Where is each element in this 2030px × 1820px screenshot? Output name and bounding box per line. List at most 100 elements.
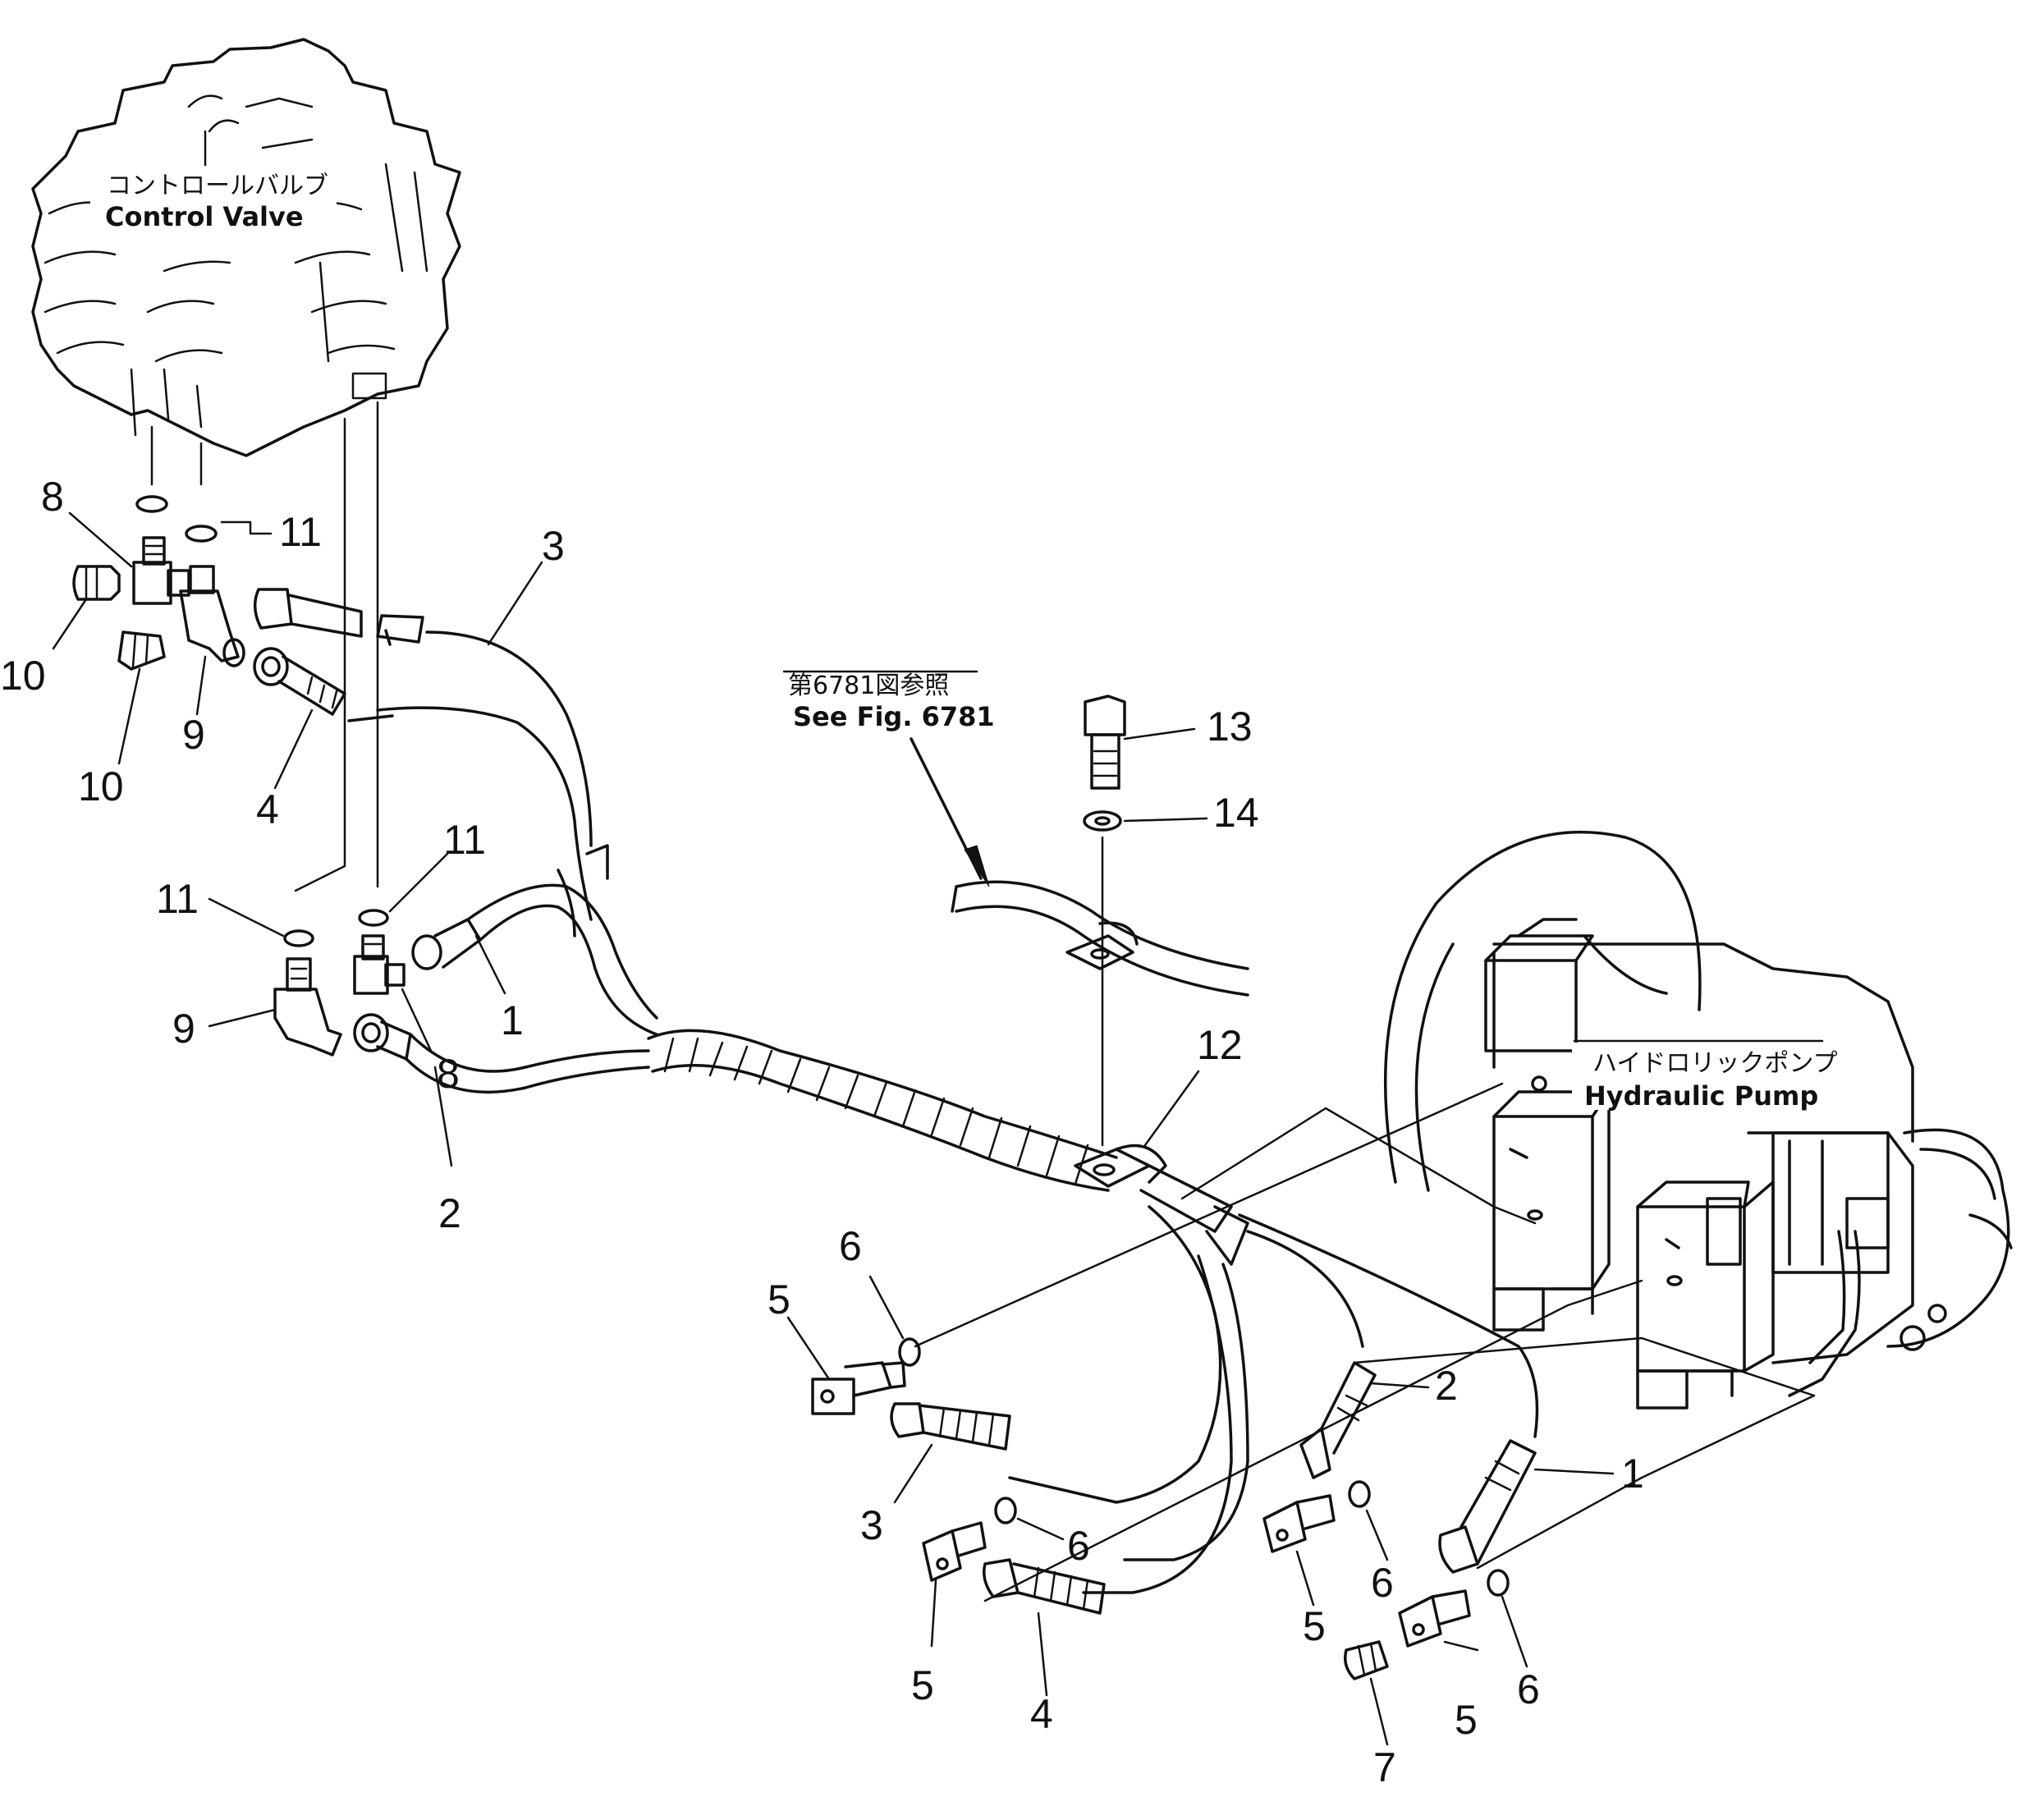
o-ring-6-c — [1348, 1480, 1371, 1508]
hydraulic-pump-label-en: Hydraulic Pump — [1584, 1080, 1818, 1112]
plug-10-top — [72, 565, 121, 601]
leader-4a — [273, 708, 314, 790]
plug-10-bottom — [117, 630, 166, 671]
hose-fitting-3-top — [253, 588, 424, 644]
elbow-fitting-8-top — [132, 536, 190, 605]
callout-9: 9 — [172, 1006, 195, 1052]
leader-8a — [68, 511, 133, 568]
leader-3b — [893, 1443, 933, 1504]
control-valve-drawing — [31, 38, 461, 457]
callout-4: 4 — [256, 786, 279, 832]
callout-11: 11 — [279, 509, 322, 555]
control-valve-label-en: Control Valve — [105, 201, 304, 232]
hose-3-line — [1008, 1205, 1222, 1504]
callout-13: 13 — [1207, 704, 1253, 750]
hose-markers — [347, 629, 394, 722]
clamp-12 — [1074, 1144, 1167, 1188]
hose-1-upper-b — [479, 904, 658, 1036]
callout-2: 2 — [1435, 1363, 1458, 1409]
callout-5: 5 — [1303, 1603, 1326, 1649]
callout-4: 4 — [1030, 1691, 1053, 1737]
callout-1: 1 — [501, 997, 524, 1043]
hose-fitting-4-top — [253, 647, 346, 716]
leader-1b — [1533, 1468, 1615, 1475]
leader-2b — [1369, 1382, 1430, 1389]
leader-12 — [1143, 1070, 1200, 1147]
callout-5: 5 — [911, 1662, 934, 1708]
callout-10: 10 — [0, 653, 46, 699]
callout-6: 6 — [1371, 1560, 1394, 1606]
leader-1a — [474, 934, 506, 995]
o-ring-11-top-a — [135, 495, 168, 513]
hose-fitting-4-lower — [983, 1558, 1106, 1615]
hose-4-upper — [376, 706, 593, 921]
hose-fitting-3-lower — [890, 1402, 1011, 1451]
callout-14: 14 — [1213, 790, 1259, 836]
callout-12: 12 — [1197, 1022, 1243, 1068]
leader-6c — [1365, 1509, 1389, 1561]
hose-3-upper — [425, 630, 593, 847]
see-fig-label-en: See Fig. 6781 — [793, 701, 995, 732]
leader-9a — [195, 655, 207, 716]
leader-11-top — [220, 520, 273, 535]
callout-7: 7 — [1373, 1744, 1396, 1790]
leader-14 — [1123, 817, 1208, 823]
hose-2-lower — [1246, 1230, 1364, 1348]
callout-6: 6 — [1067, 1523, 1090, 1569]
hose-2-upper-a — [409, 1033, 650, 1073]
callout-6: 6 — [1517, 1666, 1540, 1712]
hydraulic-pump-drawing — [1383, 830, 2013, 1410]
valve-leader-lines — [150, 425, 203, 486]
hose-fitting-1-lower — [411, 918, 482, 970]
hose-fitting-2-lower — [353, 1013, 412, 1061]
leader-5d — [1443, 1640, 1479, 1652]
callout-5: 5 — [1455, 1697, 1478, 1743]
leader-6a — [868, 1275, 905, 1340]
callout-6: 6 — [839, 1223, 862, 1269]
elbow-fitting-5-b — [922, 1521, 987, 1582]
pump-port-line-a — [1324, 1107, 1537, 1225]
bundle-port-line — [1180, 1107, 1327, 1200]
plug-7 — [1344, 1640, 1389, 1680]
hose-sleeve — [1139, 1164, 1249, 1266]
leader-13 — [1123, 727, 1196, 740]
leader-5b — [930, 1579, 937, 1648]
hose-1-upper-a — [466, 883, 658, 1020]
pump-port-line-e — [1476, 1394, 1816, 1570]
leader-3a — [487, 561, 543, 646]
hose-4-lower — [1082, 1254, 1233, 1594]
elbow-fitting-5-a — [811, 1361, 906, 1415]
callout-11: 11 — [156, 876, 199, 922]
o-ring-6-b — [994, 1497, 1017, 1524]
callout-9: 9 — [182, 712, 205, 758]
o-ring-11-lower-right — [358, 909, 389, 927]
hose-fig6781-top — [955, 880, 1249, 970]
hose-fitting-1-lower-right — [1438, 1439, 1537, 1574]
leader-7 — [1369, 1677, 1389, 1746]
spiral-wrap-bundle — [647, 1029, 1118, 1192]
callout-5: 5 — [768, 1277, 790, 1323]
pump-port-line-b — [914, 1082, 1504, 1348]
elbow-fitting-5-d — [1398, 1589, 1471, 1648]
control-valve-label-jp: コントロールバルブ — [107, 172, 328, 200]
hydraulic-pump-label-jp: ハイドロリックポンプ — [1592, 1049, 1838, 1078]
valve-port-lines — [294, 401, 379, 892]
tee-fitting-9-top — [179, 565, 245, 667]
leader-9b — [208, 1008, 277, 1028]
leader-4b — [1037, 1611, 1048, 1697]
leader-11c — [208, 897, 285, 938]
elbow-fitting-8-bottom — [353, 934, 406, 995]
callout-2: 2 — [438, 1190, 461, 1236]
callout-3: 3 — [542, 523, 565, 569]
leader-10a — [52, 598, 88, 650]
o-ring-6-d — [1487, 1569, 1510, 1597]
see-fig-label-jp: 第6781図参照 — [788, 672, 949, 700]
pump-port-line-c — [983, 1279, 1643, 1602]
o-ring-6-a — [898, 1337, 921, 1367]
hose-fig6781-bottom — [955, 905, 1249, 997]
callout-1: 1 — [1621, 1451, 1644, 1497]
see-fig-arrow-head — [964, 845, 990, 887]
tee-fitting-9-bottom — [273, 957, 342, 1057]
hose-fitting-2-lower-right — [1299, 1361, 1377, 1479]
